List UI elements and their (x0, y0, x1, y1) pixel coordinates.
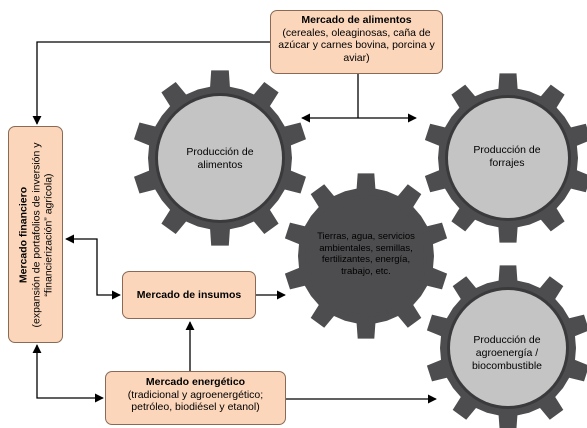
gear-produccion-forrajes (424, 73, 587, 243)
mercado-financiero-box: Mercado financiero (expansión de portafo… (8, 126, 63, 343)
arrow-financiero-insumos (65, 234, 121, 300)
gear-forrajes-label: Producción de forrajes (473, 144, 541, 169)
mercado-alimentos-box: Mercado de alimentos (cereales, oleagino… (270, 10, 443, 74)
mercado-alimentos-desc: (cereales, oleaginosas, caña de azúcar y… (278, 26, 435, 64)
gear-recursos (284, 173, 448, 339)
mercado-energetico-box: Mercado energético (tradicional y agroen… (105, 371, 286, 425)
mercado-energetico-title: Mercado energético (145, 376, 246, 388)
gear-recursos-label: Tierras, agua, servicios ambientales, se… (317, 231, 415, 277)
gear-produccion-agroenergia (426, 265, 587, 428)
mercado-insumos-title: Mercado de insumos (136, 289, 242, 301)
mercado-insumos-box: Mercado de insumos (122, 271, 256, 319)
mercado-financiero-title: Mercado financiero (16, 186, 29, 283)
mercado-energetico-desc: (tradicional y agroenergético; petróleo,… (127, 388, 264, 414)
arrow-financiero-energetico (32, 344, 104, 403)
mercado-alimentos-title: Mercado de alimentos (301, 14, 412, 26)
arrow-alimentos-financiero (32, 41, 270, 125)
gear-agroenergia-label: Producción de agroenergía / biocombustib… (471, 334, 543, 372)
gear-produccion-alimentos (134, 70, 306, 246)
mercado-financiero-desc: (expansión de portafolios de inversión y… (29, 141, 54, 328)
gear-alimentos-label: Producción de alimentos (186, 146, 254, 171)
